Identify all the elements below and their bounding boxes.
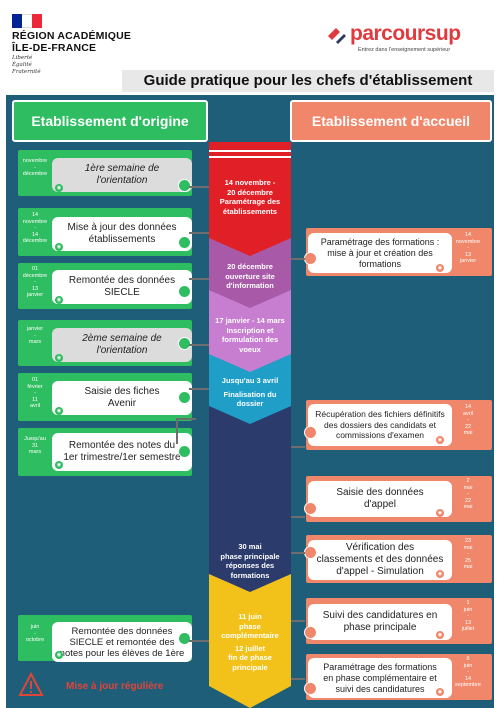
eye-icon[interactable]: ◉ <box>55 407 63 415</box>
origin-item-date: novembre-décembre <box>22 158 48 177</box>
eye-icon[interactable]: ◉ <box>55 243 63 251</box>
timeline-step-parametrage: 14 novembre - 20 décembre Paramétrage de… <box>219 178 281 216</box>
title-bar: Guide pratique pour les chefs d'établiss… <box>122 70 494 92</box>
reception-item-label: Paramétrage des formations :mise à jour … <box>308 233 452 273</box>
eye-icon[interactable]: ◉ <box>55 461 63 469</box>
connector-dot <box>178 632 191 645</box>
timeline-step-ouverture: 20 décembre ouverture site d'information <box>225 262 275 290</box>
connector-dot <box>178 337 191 350</box>
eye-icon[interactable]: ◉ <box>436 509 444 517</box>
timeline-top-stripes <box>209 142 291 172</box>
connector-dot <box>304 252 317 265</box>
column-header-origin: Etablissement d'origine <box>12 100 208 142</box>
eye-icon[interactable]: ◉ <box>436 264 444 272</box>
eye-icon[interactable]: ◉ <box>55 651 63 659</box>
warning-text: Mise à jour régulière <box>66 681 164 692</box>
eye-icon[interactable]: ◉ <box>55 296 63 304</box>
timeline-step-inscription: 17 janvier - 14 mars Inscription et form… <box>215 316 285 354</box>
connector-dot <box>178 179 191 192</box>
eye-icon[interactable]: ◉ <box>436 688 444 696</box>
connector-dot <box>304 546 317 559</box>
eye-icon[interactable]: ◉ <box>436 570 444 578</box>
republic-motto: Liberté Égalité Fraternité <box>12 55 41 75</box>
connector-dot <box>304 426 317 439</box>
warning-icon <box>18 672 44 696</box>
eye-icon[interactable]: ◉ <box>436 436 444 444</box>
page-title: Guide pratique pour les chefs d'établiss… <box>143 72 473 89</box>
connector-dot <box>178 445 191 458</box>
column-header-reception: Etablissement d'accueil <box>290 100 492 142</box>
timeline-arrows <box>209 170 291 708</box>
connector-dot <box>178 391 191 404</box>
connector-dot <box>178 236 191 249</box>
french-flag-icon <box>12 14 42 28</box>
connector-dot <box>304 502 317 515</box>
connector-dot <box>304 682 317 695</box>
eye-icon[interactable]: ◉ <box>436 631 444 639</box>
timeline-step-phase-complementaire: 11 juin phase complémentaire 12 juillet … <box>221 612 279 672</box>
eye-icon[interactable]: ◉ <box>55 354 63 362</box>
connector-dot <box>304 626 317 639</box>
parcoursup-logo[interactable]: parcoursup Entrez dans l'enseignement su… <box>326 22 496 58</box>
timeline-step-phase-principale: 30 mai phase principale réponses des for… <box>220 542 280 580</box>
origin-item-date: juin-octobre <box>25 624 45 643</box>
connector-dot <box>178 285 191 298</box>
region-name: RÉGION ACADÉMIQUE ÎLE-DE-FRANCE <box>12 30 132 54</box>
origin-item-date: janvier-mars <box>26 326 44 345</box>
parcoursup-wordmark: parcoursup <box>350 22 461 45</box>
eye-icon[interactable]: ◉ <box>55 184 63 192</box>
timeline-step-finalisation: Jusqu'au 3 avril Finalisation du dossier <box>221 376 279 408</box>
parcoursup-tagline: Entrez dans l'enseignement supérieur <box>358 47 451 53</box>
parcoursup-mark-icon <box>328 28 346 44</box>
